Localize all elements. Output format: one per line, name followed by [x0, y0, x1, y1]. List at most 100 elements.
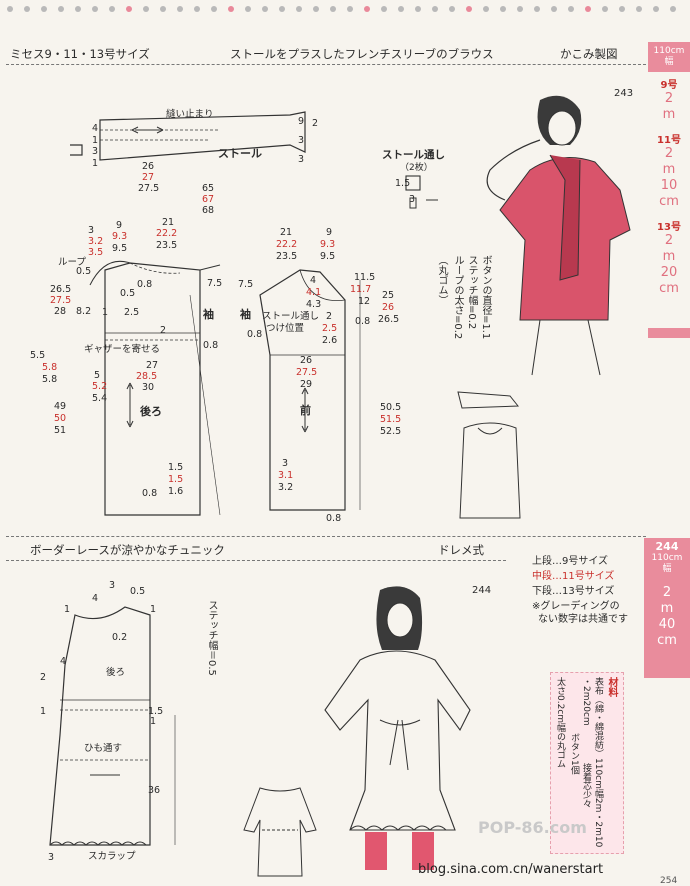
- back-misc-1: 0.5: [76, 266, 92, 277]
- front-len-11: 51.5: [380, 414, 402, 425]
- tunic-num-2: 3: [109, 580, 116, 591]
- front-st-13: 2.6: [322, 335, 338, 346]
- front-bodice-pattern: [259, 269, 361, 511]
- page-corner-number: 254: [660, 876, 678, 886]
- tunic-num-6: 4: [60, 656, 67, 667]
- legend-mid: 中段…11号サイズ: [532, 571, 615, 582]
- stole-pos-label2: つけ位置: [266, 323, 305, 334]
- loop-num-2: 3: [409, 194, 416, 205]
- tunic-num-4: 1: [150, 604, 157, 615]
- button-note-1: ボタンの直径=1.1: [480, 255, 491, 340]
- amount-cm-unit: cm: [657, 633, 677, 648]
- legend-bottom: 下段…13号サイズ: [532, 586, 615, 597]
- loop-label: ループ: [58, 257, 86, 268]
- sleeve-label-front: 袖: [240, 308, 251, 321]
- back-side2-9: 5: [94, 370, 101, 381]
- flat-sketch-244: [243, 787, 317, 877]
- back-arm-9: 26.5: [50, 284, 72, 295]
- back-misc-9: 0.8: [142, 488, 158, 499]
- material-5: 太さ0.2cm幅の丸ゴム: [555, 677, 565, 769]
- sleeve-label-back: 袖: [203, 308, 214, 321]
- stole-len-13: 68: [202, 205, 215, 216]
- front-nd-11: 4.1: [306, 287, 322, 298]
- fabric-amount-box-244: 244 110cm 幅 2 m 40 cm: [644, 538, 690, 678]
- size-11-amount-cm: 10: [660, 178, 678, 193]
- front-nd-9: 4: [310, 275, 317, 286]
- front-sh-11: 11.7: [350, 284, 372, 295]
- stole-loop-label: ストール通し: [382, 149, 445, 161]
- size-amounts: 9号 2 m 11号 2 m 10 cm 13号 2 m 20 cm: [648, 72, 690, 328]
- stole-loop-count: （2枚）: [400, 163, 433, 173]
- header-divider: [6, 64, 646, 65]
- box-width-suffix: 幅: [662, 564, 672, 574]
- tunic-num-12: 3: [48, 852, 55, 863]
- materials-label: 材料: [606, 677, 617, 697]
- size-range: ミセス9・11・13号サイズ: [10, 47, 150, 61]
- stole-loop-diagram: [405, 175, 438, 209]
- size-13-unit: m: [662, 249, 676, 264]
- back-neck-9: 9: [116, 220, 123, 231]
- dreme-label: ドレメ式: [438, 543, 484, 557]
- stole-right-4: 3: [298, 154, 305, 165]
- size-9-label: 9号: [660, 80, 678, 91]
- front-misc-3: 0.8: [355, 316, 371, 327]
- front-len-13: 52.5: [380, 426, 402, 437]
- stole-stop-label: 縫い止まり: [166, 109, 214, 120]
- back-misc-6: 2: [160, 325, 167, 336]
- front-sh-13: 12: [358, 296, 371, 307]
- stole-pattern: [70, 111, 306, 161]
- front-top-9: 21: [280, 227, 293, 238]
- back-misc-5: 0.8: [137, 279, 153, 290]
- back-arm-11: 27.5: [50, 295, 72, 306]
- back-misc-7: 1: [102, 307, 109, 318]
- tunic-num-3: 0.5: [130, 586, 146, 597]
- tunic-num-9: 1.5: [148, 706, 164, 717]
- back-misc-8: 0.8: [203, 340, 219, 351]
- back-side-9: 5.5: [30, 350, 46, 361]
- stole-right-1: 9: [298, 116, 305, 127]
- front-w-9: 26: [300, 355, 313, 366]
- model-illustration-244: [324, 586, 471, 870]
- front-len-9: 50.5: [380, 402, 402, 413]
- loop-num-1: 1.5: [395, 178, 411, 189]
- stole-pos-label: ストール通し: [262, 311, 320, 322]
- stole-len-11: 67: [202, 194, 215, 205]
- back-len-13: 51: [54, 425, 67, 436]
- tie-label: ひも通す: [84, 743, 123, 754]
- front-top-13: 23.5: [276, 251, 298, 262]
- back-label: 後ろ: [140, 405, 162, 418]
- box-width: 110cm: [651, 553, 683, 563]
- front-st-9: 2: [326, 311, 333, 322]
- stole-dim-9: 26: [142, 161, 155, 172]
- back-width-13: 30: [142, 382, 155, 393]
- front-hem-9: 3: [282, 458, 289, 469]
- size-9-unit: m: [662, 107, 676, 122]
- size-13-unit-cm: cm: [659, 281, 679, 296]
- front-misc-4: 0.8: [326, 513, 342, 524]
- front-misc-1: 7.5: [238, 279, 254, 290]
- tunic-num-1: 4: [92, 593, 99, 604]
- back-hem-13: 1.6: [168, 486, 184, 497]
- gather-label: ギャザーを寄せる: [84, 344, 161, 355]
- back-misc-10: 7.5: [207, 278, 223, 289]
- front-sh-9: 11.5: [354, 272, 376, 283]
- legend-note1: ※グレーディングの: [532, 601, 620, 612]
- back-misc-4: 2.5: [124, 307, 140, 318]
- tunic-num-7: 2: [40, 672, 47, 683]
- legend-top: 上段…9号サイズ: [532, 556, 609, 567]
- section-divider: [6, 536, 646, 537]
- stole-label: ストール: [218, 147, 262, 160]
- front-w-11: 27.5: [296, 367, 318, 378]
- page-number-243: 243: [614, 88, 634, 99]
- section2-divider: [6, 560, 506, 561]
- tunic-num-10: 1: [150, 716, 157, 727]
- tunic-back-label: 後ろ: [106, 667, 126, 678]
- stole-right-2: 2: [312, 118, 319, 129]
- stole-left-4: 1: [92, 158, 99, 169]
- amount-m: 2: [662, 585, 672, 600]
- back-side2-13: 5.4: [92, 393, 108, 404]
- front-hem-11: 3.1: [278, 470, 294, 481]
- front-top-11: 22.2: [276, 239, 298, 250]
- front-arm-13: 26.5: [378, 314, 400, 325]
- tunic-num-11: 36: [148, 785, 161, 796]
